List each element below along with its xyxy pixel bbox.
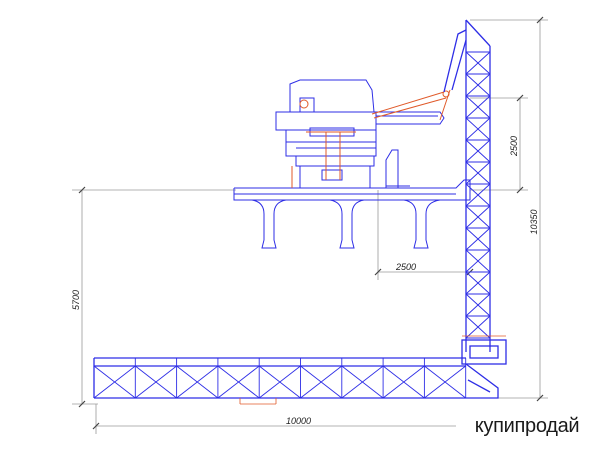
dimension-upper-height-label: 2500 — [509, 136, 519, 157]
tower-diagonal — [465, 117, 491, 141]
tower-diagonal — [465, 205, 491, 229]
watermark-badge: купипродай — [456, 404, 598, 448]
watermark-text: купипродай — [474, 414, 580, 437]
tower-diagonal — [465, 51, 491, 75]
carrier-truck — [275, 79, 445, 189]
platform-diagonal — [258, 365, 301, 399]
dimension-ticks — [78, 16, 544, 430]
tower-diagonal — [465, 183, 491, 207]
tower-diagonal — [465, 73, 491, 97]
dimension-total-height-label: 10350 — [529, 209, 539, 234]
dimension-deck-height-label: 5700 — [71, 290, 81, 310]
tower-diagonal — [465, 249, 491, 273]
platform-diagonal — [424, 365, 466, 399]
tower-diagonal — [465, 293, 491, 317]
hydraulic-cylinders — [291, 89, 451, 188]
vertical-tower — [443, 19, 491, 352]
platform-diagonal — [382, 365, 425, 399]
platform-diagonal — [176, 365, 219, 399]
tower-diagonal — [465, 161, 491, 185]
tower-diagonal — [465, 315, 491, 339]
platform-truss-bracing — [93, 358, 467, 399]
bridge-deck — [233, 179, 471, 249]
horizontal-platform-truss — [93, 339, 507, 399]
dimension-offset-label: 2500 — [395, 262, 416, 272]
tower-lattice-bracing — [465, 51, 491, 339]
platform-diagonal — [135, 365, 177, 399]
tower-diagonal — [465, 95, 491, 119]
platform-diagonal — [300, 365, 343, 399]
platform-handrail — [239, 335, 506, 405]
tower-diagonal — [465, 271, 491, 295]
platform-diagonal — [93, 365, 136, 399]
platform-diagonal — [217, 365, 260, 399]
dimension-total-length-label: 10000 — [286, 416, 311, 426]
tower-diagonal — [465, 139, 491, 163]
tower-diagonal — [465, 227, 491, 251]
platform-diagonal — [341, 365, 384, 399]
